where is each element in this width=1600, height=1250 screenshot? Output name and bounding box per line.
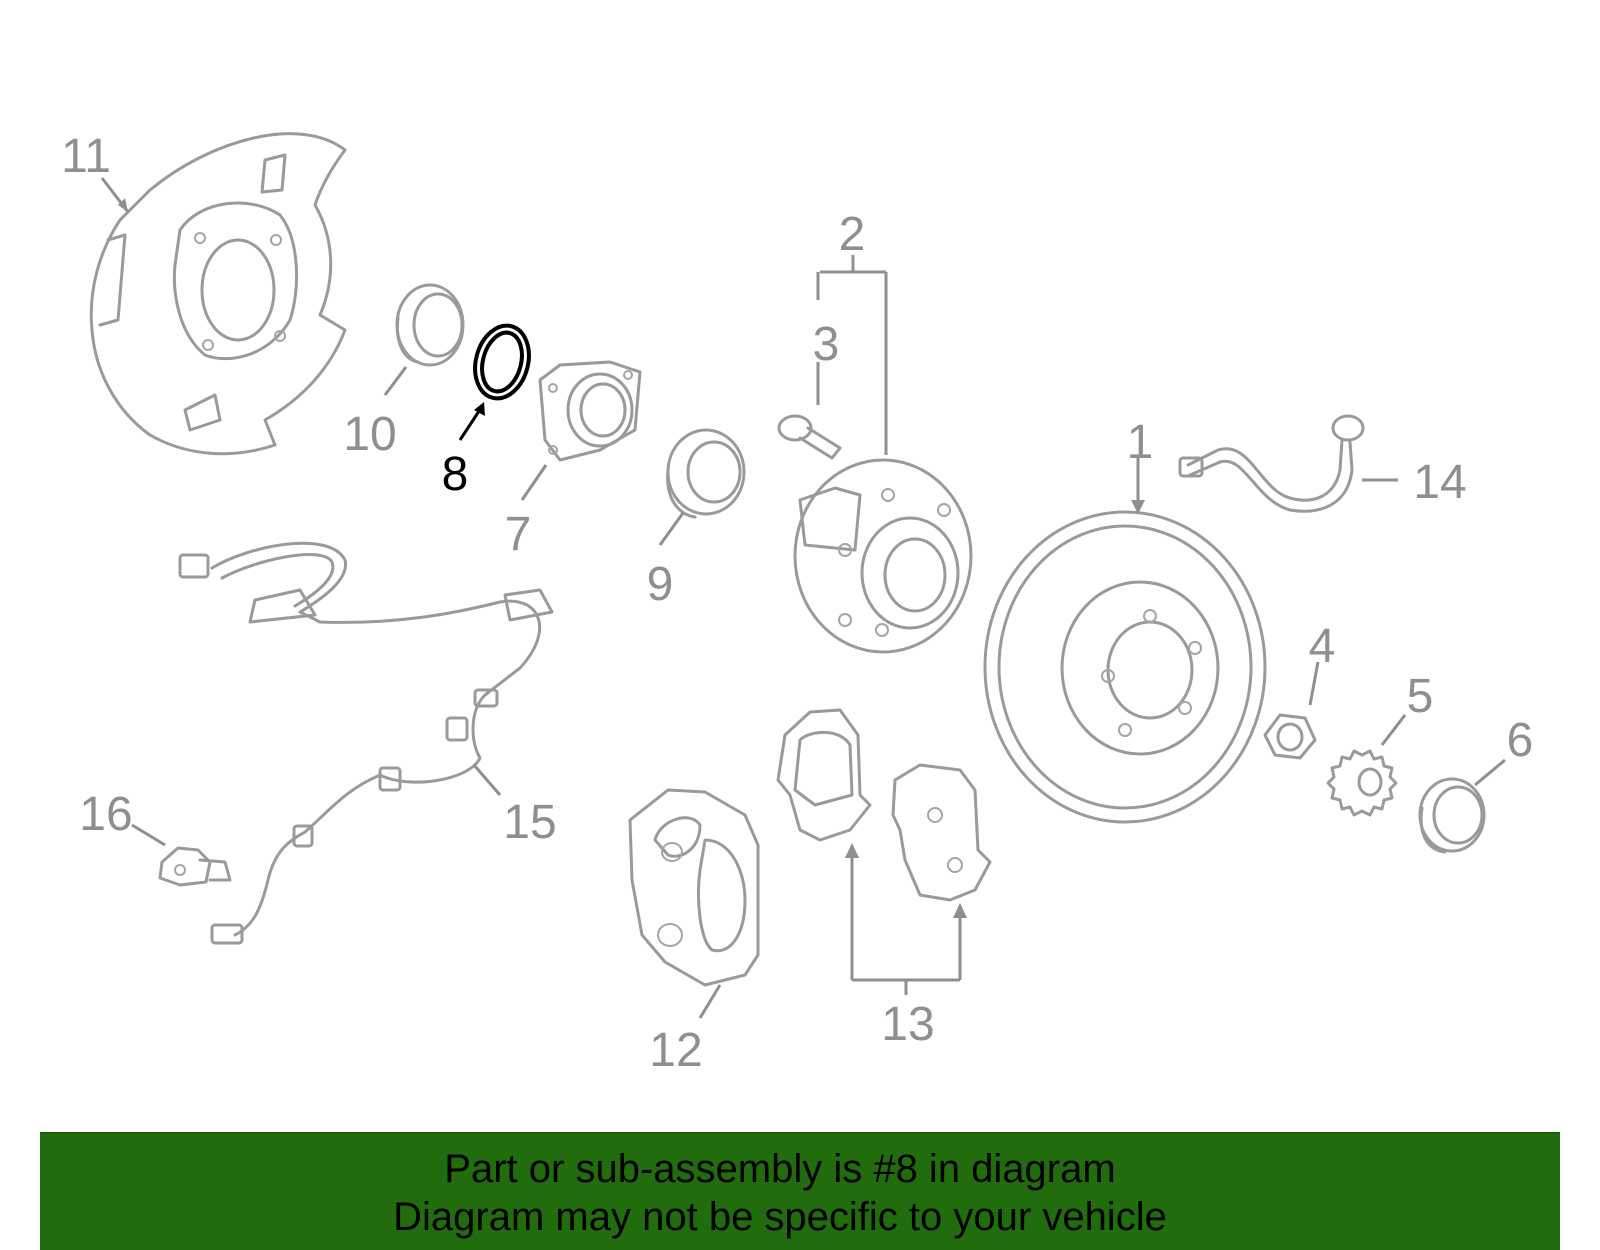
callout-7: 7 [505,508,532,561]
leader-16 [131,823,166,847]
leader-9 [658,512,685,546]
part-10-seal [395,283,465,367]
leader-1-arrow [1131,500,1145,514]
part-1-rotor [983,510,1267,824]
part-7-hub-bearing [538,360,642,462]
info-banner: Part or sub-assembly is #8 in diagram Di… [40,1132,1560,1250]
banner-line-part-number: Part or sub-assembly is #8 in diagram [444,1147,1116,1191]
callout-16: 16 [79,788,132,841]
part-16-sensor-bracket [158,846,232,887]
part-11-dust-shield [89,132,347,456]
leader-13-bracket [845,843,967,995]
callout-10: 10 [343,408,396,461]
part-5-lock-washer [1326,749,1398,817]
part-12-caliper [628,788,760,987]
part-13-brake-pads [776,708,992,902]
callout-5: 5 [1407,670,1434,723]
part-14-brake-hose [1178,414,1365,513]
part-2-hub [793,458,973,654]
callout-14: 14 [1413,456,1466,509]
callout-11: 11 [61,130,111,183]
banner-line-disclaimer: Diagram may not be specific to your vehi… [393,1195,1167,1239]
callout-2: 2 [839,208,866,261]
leader-5 [1380,714,1407,746]
callout-6: 6 [1507,714,1534,767]
leader-11-arrow [118,198,128,212]
leader-4 [1308,661,1320,706]
part-8-o-ring [473,323,531,401]
part-9-bearing [666,428,746,519]
callout-1: 1 [1127,416,1154,469]
callout-15: 15 [503,796,556,849]
leader-12 [698,984,722,1019]
callout-12: 12 [649,1024,702,1077]
leader-8-arrow [474,402,485,416]
callout-8: 8 [442,448,469,501]
part-4-nut [1263,713,1317,760]
callout-4: 4 [1309,620,1336,673]
part-3-wheel-stud [777,414,842,460]
part-15-abs-sensor-wire [178,541,554,945]
leader-7 [520,464,548,501]
callout-9: 9 [647,558,674,611]
callout-13: 13 [881,998,934,1051]
leader-10 [383,366,408,396]
leader-15 [472,764,502,796]
part-6-hub-cap [1418,777,1486,854]
leader-6 [1474,758,1506,787]
leader-2-bracket [816,255,888,455]
callout-3: 3 [813,318,840,371]
brake-assembly-diagram: 2 3 1 14 4 5 6 11 10 8 7 9 15 16 12 13 [61,130,1534,1077]
